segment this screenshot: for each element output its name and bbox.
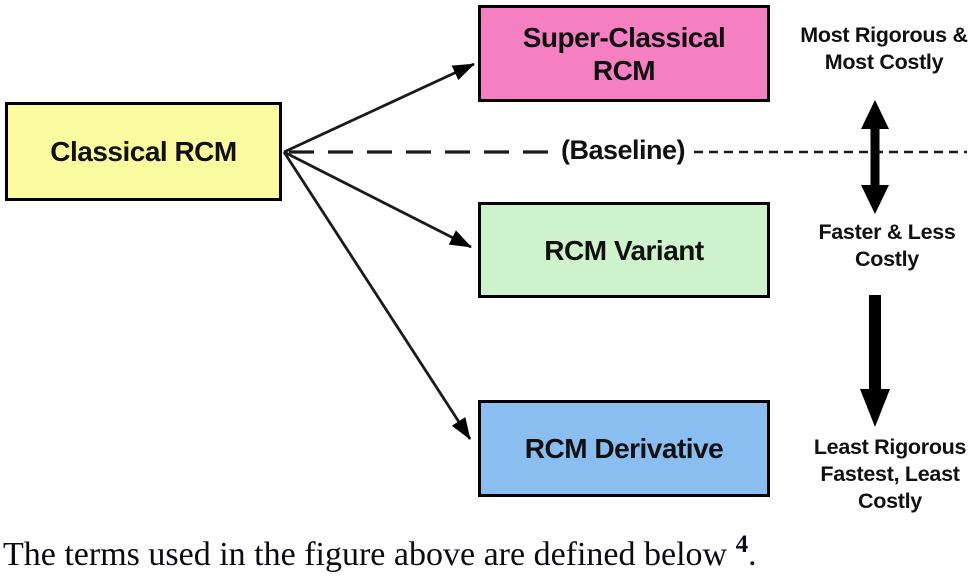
- classical-rcm-label: Classical RCM: [50, 136, 237, 167]
- annotation-least-rigorous: Least Rigorous Fastest, Least Costly: [813, 435, 967, 513]
- annotation-most-rigorous: Most Rigorous & Most Costly: [800, 23, 968, 74]
- figure-caption-period: .: [748, 536, 757, 573]
- arrow-to-super-classical: [283, 62, 475, 154]
- rcm-derivative-label: RCM Derivative: [524, 433, 724, 464]
- super-classical-rcm-box: Super-Classical RCM: [478, 5, 770, 102]
- annotation-faster-less-costly: Faster & Less Costly: [818, 220, 956, 271]
- figure-caption-text: The terms used in the figure above are d…: [3, 536, 736, 573]
- rcm-variant-label: RCM Variant: [544, 234, 704, 266]
- rcm-variant-box: RCM Variant: [478, 202, 770, 298]
- arrow-to-rcm-derivative: [282, 151, 472, 440]
- figure-caption: The terms used in the figure above are d…: [3, 531, 963, 574]
- super-classical-rcm-label: Super-Classical RCM: [522, 21, 726, 86]
- double-headed-arrow: [861, 100, 889, 214]
- footnote-reference: 4: [735, 531, 749, 558]
- classical-rcm-box: Classical RCM: [5, 102, 282, 201]
- down-arrow: [860, 295, 890, 427]
- rcm-derivative-box: RCM Derivative: [478, 400, 770, 497]
- arrow-to-rcm-variant: [283, 150, 472, 249]
- baseline-label: (Baseline): [560, 135, 686, 165]
